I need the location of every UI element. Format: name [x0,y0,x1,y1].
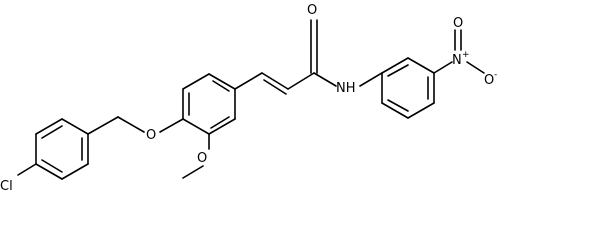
nitro-oxygen-right-label: O [484,73,494,88]
c-nh-bond [313,72,337,87]
c-cl-bond [17,163,37,176]
nitro-plus-charge: + [462,50,470,60]
carbonyl-oxygen-label: O [307,3,317,18]
methoxy-oxygen-label: O [197,151,207,166]
ch2-o-bond [117,116,145,133]
amide-nh-label: NH [336,81,356,96]
nitro-oxygen-top-label: O [453,16,463,31]
o-methyl-bond [182,165,204,179]
o-aryl-bond [159,118,184,133]
aryl-n-nitro-bond [433,61,453,74]
chlorophenyl-ring [35,118,89,180]
molecule-diagram: Cl O O O NH N + O O - [0,3,497,194]
nh-aryl-bond [359,72,383,87]
n-o-right-bond [466,61,485,74]
ring-ch2-bond [87,116,119,135]
structure-canvas: Cl O O O NH N + O O - [0,3,497,194]
alkene-linker [234,72,315,95]
nitro-nitrogen-label: N [452,53,462,68]
nitro-minus-charge: - [494,70,497,80]
chlorine-label: Cl [0,179,13,194]
central-ring [182,73,236,135]
ether-oxygen-label: O [146,128,156,143]
nitrophenyl-ring [381,57,435,119]
